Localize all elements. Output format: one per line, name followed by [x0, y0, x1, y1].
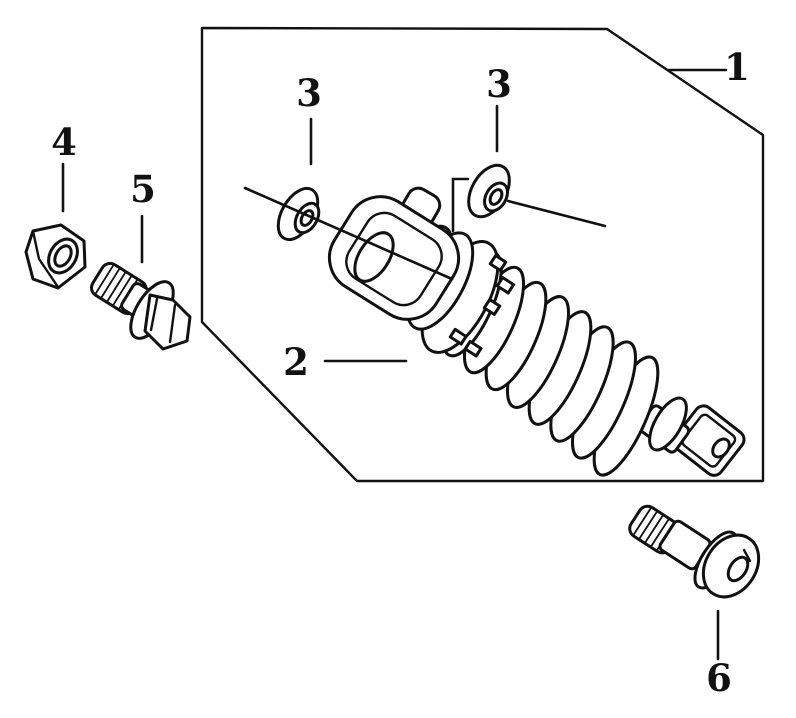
callouts: 1 2 3 3 4 5 6	[51, 45, 750, 700]
spring-seat-collar	[648, 396, 688, 452]
shoulder-bolt	[628, 504, 761, 599]
shock-absorber-assembly	[327, 186, 746, 477]
washer-right-pointer-line	[506, 199, 607, 228]
washer-right	[467, 163, 511, 219]
washer-right-elbow-line	[451, 177, 470, 233]
frame-border	[200, 26, 765, 483]
callout-3-right-label: 3	[486, 62, 512, 106]
callout-2-label: 2	[283, 340, 309, 384]
flange-bolt	[90, 261, 192, 351]
callout-6-label: 6	[706, 656, 732, 700]
callout-3-left-label: 3	[296, 71, 322, 115]
shock-lower-mount	[672, 404, 746, 477]
shock-top-eyelet	[327, 186, 461, 321]
mount-axis-line	[243, 186, 454, 281]
callout-4-label: 4	[51, 120, 77, 164]
washer-left	[276, 186, 321, 242]
callout-1-label: 1	[724, 45, 750, 89]
coil-spring	[441, 250, 660, 477]
callout-5-label: 5	[130, 167, 156, 211]
flange-nut	[24, 223, 87, 290]
